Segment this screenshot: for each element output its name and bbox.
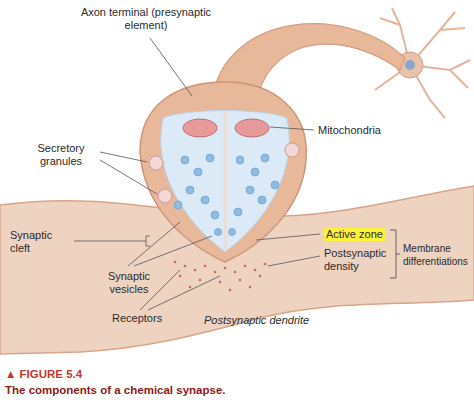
secretory-granule (158, 189, 172, 203)
synaptic-vesicles (174, 154, 279, 236)
part-label: Synaptic vesicles (96, 270, 162, 296)
neuron-nucleus (405, 60, 415, 70)
bracket-label: Membrane differentiations (403, 242, 471, 268)
part-label: Mitochondria (318, 124, 381, 137)
part-label: Secretory granules (24, 142, 98, 168)
part-label: Receptors (112, 312, 162, 325)
part-label: Synaptic cleft (10, 229, 72, 255)
cutaway-ridge (224, 112, 227, 250)
figure-number: ▲ FIGURE 5.4 (5, 368, 82, 381)
secretory-granule (149, 156, 163, 170)
part-label: Axon terminal (presynaptic element) (78, 6, 214, 32)
leader-lines (74, 38, 320, 310)
region-label: Postsynaptic dendrite (204, 314, 309, 327)
bracket (390, 230, 400, 278)
part-label: Postsynaptic density (324, 247, 388, 273)
mitochondrion (183, 119, 217, 137)
figure-caption: The components of a chemical synapse. (5, 384, 225, 397)
dendrite-shape (0, 186, 474, 354)
part-label: Active zone (324, 228, 385, 241)
secretory-granule (285, 143, 299, 157)
mitochondrion (235, 119, 269, 137)
cutaway-interior (161, 111, 290, 253)
